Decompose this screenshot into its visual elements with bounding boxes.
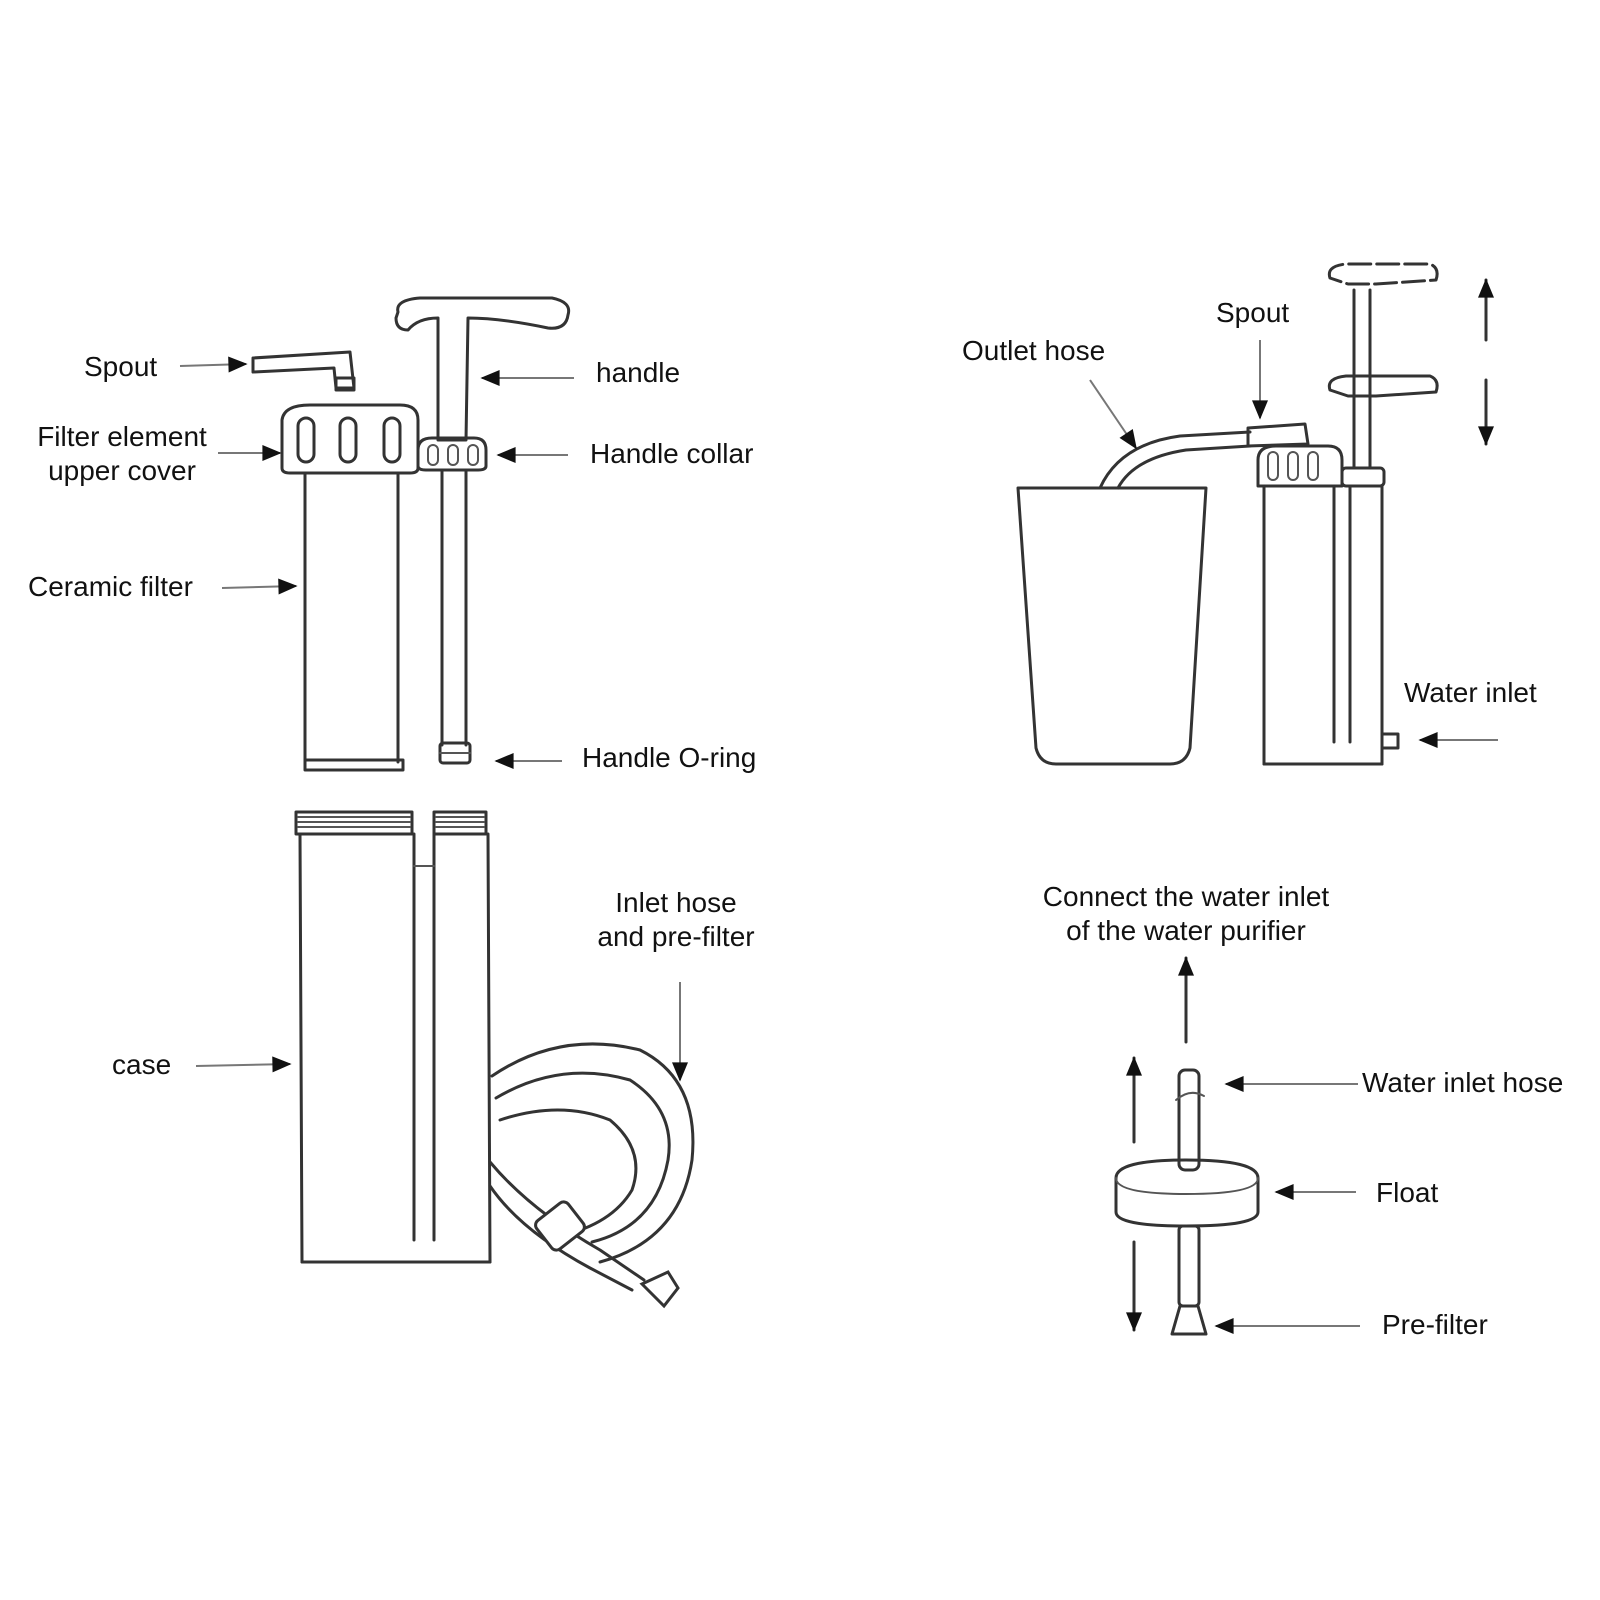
label-ceramic-filter: Ceramic filter bbox=[28, 571, 193, 602]
leader-arrows bbox=[179, 340, 1498, 1334]
label-outlet-hose: Outlet hose bbox=[962, 335, 1106, 366]
label-pre-filter: Pre-filter bbox=[1382, 1309, 1488, 1340]
label-filter-element-upper-cover: Filter element upper cover bbox=[20, 420, 224, 488]
float-assembly bbox=[1114, 1068, 1260, 1336]
label-spout-left: Spout bbox=[84, 351, 158, 382]
pump-handle-part bbox=[394, 296, 571, 765]
label-spout-right: Spout bbox=[1216, 297, 1290, 328]
label-water-inlet-hose: Water inlet hose bbox=[1362, 1067, 1564, 1098]
spout-part bbox=[251, 350, 356, 392]
outlet-hose-assembled bbox=[1098, 422, 1310, 490]
case-part bbox=[294, 810, 492, 1264]
cup bbox=[1016, 486, 1208, 766]
filter-upper-cover bbox=[280, 403, 420, 475]
ceramic-filter-part bbox=[303, 471, 405, 772]
label-connect-line2: of the water purifier bbox=[1066, 915, 1306, 946]
label-handle: handle bbox=[596, 357, 681, 388]
label-connect-line1: Connect the water inlet bbox=[1042, 881, 1330, 912]
label-filter-cover-line1: Filter element bbox=[37, 421, 207, 452]
label-inlet-hose-line2: and pre-filter bbox=[597, 921, 755, 952]
label-handle-collar: Handle collar bbox=[590, 438, 754, 469]
inlet-hose-coil bbox=[488, 1042, 695, 1309]
label-water-inlet: Water inlet bbox=[1404, 677, 1537, 708]
label-filter-cover-line2: upper cover bbox=[48, 455, 196, 486]
motion-arrows bbox=[1126, 278, 1494, 1332]
label-inlet-hose-line1: Inlet hose bbox=[615, 887, 737, 918]
label-float: Float bbox=[1376, 1177, 1439, 1208]
label-case: case bbox=[112, 1049, 172, 1080]
label-handle-oring: Handle O-ring bbox=[582, 742, 757, 773]
label-connect-water-inlet: Connect the water inlet of the water pur… bbox=[1006, 880, 1366, 948]
assembled-pump bbox=[1256, 262, 1439, 766]
label-inlet-hose-and-pre-filter: Inlet hose and pre-filter bbox=[576, 886, 776, 954]
